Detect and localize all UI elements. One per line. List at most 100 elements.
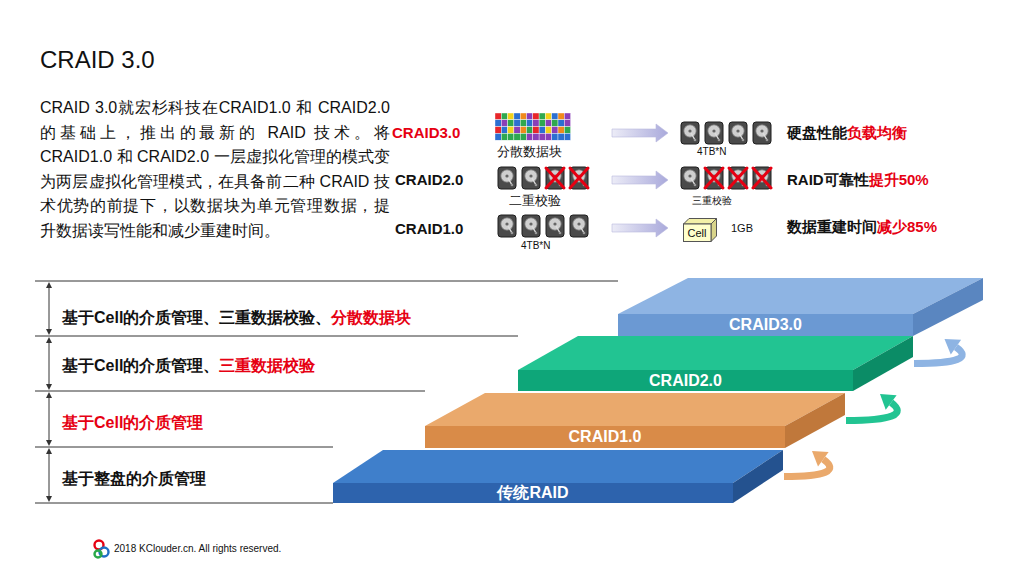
copyright-note: 2018 KClouder.cn. All rights reserved.	[114, 543, 281, 554]
slab-side	[913, 278, 983, 336]
mosaic-cell	[564, 133, 570, 140]
level-bracket	[35, 447, 333, 448]
row-label-group: CRAID3.0	[392, 124, 460, 141]
disk-row	[522, 215, 540, 237]
slab-top	[518, 336, 913, 370]
icon-caption-group: 分散数据块	[497, 143, 562, 161]
level-up-arrow	[846, 394, 897, 421]
disk-row	[753, 167, 771, 189]
level-description-group: 基于Cell的介质管理	[62, 413, 203, 434]
failure-cross	[705, 168, 723, 188]
icon-caption: 分散数据块	[497, 144, 562, 159]
level-up-arrow	[914, 339, 962, 364]
benefit-text-group: 硬盘性能负载均衡	[787, 124, 907, 143]
failure-cross	[729, 168, 747, 188]
row-label: CRAID3.0	[392, 124, 460, 141]
benefit-text: RAID可靠性	[787, 171, 869, 188]
block-arrow	[612, 124, 668, 142]
mosaic-cell	[558, 127, 564, 134]
block-arrow	[612, 219, 668, 237]
description-paragraph-group: CRAID 3.0就宏杉科技在CRAID1.0 和 CRAID2.0 的基础上，…	[40, 96, 390, 243]
level-description: 三重数据校验	[219, 357, 315, 374]
failure-cross	[546, 168, 771, 188]
failure-cross	[753, 168, 771, 188]
mosaic-cell	[545, 120, 551, 127]
level-bracket	[35, 281, 618, 282]
mosaic-cell	[495, 133, 501, 140]
cube-side	[711, 219, 717, 242]
mosaic-cell	[495, 127, 501, 134]
mosaic-cell	[508, 133, 514, 140]
level-bracket	[46, 384, 52, 390]
mosaic-cell	[552, 127, 558, 134]
icon-caption: 三重校验	[692, 195, 732, 206]
level-description-group: 基于Cell的介质管理、三重数据校验、分散数据块	[62, 308, 411, 329]
failure-cross	[729, 168, 747, 188]
mosaic-cell	[508, 113, 514, 120]
failure-cross	[546, 168, 564, 188]
mosaic-cell	[552, 120, 558, 127]
mosaic-cell	[501, 113, 507, 120]
mosaic-cell	[545, 127, 551, 134]
mosaic-cell	[520, 133, 526, 140]
mosaic-cell	[552, 113, 558, 120]
mosaic-cell	[564, 127, 570, 134]
disk-row	[546, 215, 564, 237]
benefit-text-group: RAID可靠性提升50%	[787, 171, 929, 190]
row-label: CRAID1.0	[395, 220, 463, 237]
mosaic-cell	[558, 120, 564, 127]
slab-label: CRAID2.0	[518, 370, 853, 391]
disk-row	[681, 122, 699, 144]
disk-row	[753, 122, 771, 144]
level-bracket	[35, 336, 518, 337]
level-up-arrow	[784, 451, 830, 477]
level-bracket	[49, 285, 50, 332]
failure-cross	[570, 168, 588, 188]
slab-front	[333, 483, 733, 503]
level-bracket	[46, 440, 52, 446]
level-description: 基于Cell的介质管理	[62, 414, 203, 431]
slab-top	[425, 393, 845, 426]
slide-title: CRAID 3.0	[40, 46, 155, 74]
mosaic-cell	[552, 133, 558, 140]
disk-row	[570, 215, 588, 237]
mosaic-cell	[533, 127, 539, 134]
level-bracket	[46, 329, 52, 335]
benefit-text: 减少85%	[877, 218, 937, 235]
disk-row	[522, 167, 540, 189]
arrow-shaft	[846, 402, 897, 420]
row-label: CRAID2.0	[395, 171, 463, 188]
cube-front	[684, 224, 712, 242]
mosaic-cell	[495, 113, 501, 120]
slab-label: CRAID1.0	[425, 426, 785, 448]
mosaic-cell	[508, 127, 514, 134]
level-bracket	[46, 392, 52, 398]
disk-row	[729, 167, 747, 189]
cell-box: Cell	[683, 218, 717, 242]
benefit-text: 提升50%	[869, 171, 929, 188]
level-bracket	[49, 340, 50, 387]
description-paragraph: CRAID 3.0就宏杉科技在CRAID1.0 和 CRAID2.0 的基础上，…	[40, 99, 390, 239]
mosaic-cell	[558, 133, 564, 140]
benefit-text-group: 数据重建时间减少85%	[787, 218, 937, 237]
failure-cross	[570, 168, 588, 188]
slab-side	[785, 393, 845, 448]
arrow-shaft	[784, 459, 830, 476]
mosaic-cell	[545, 133, 551, 140]
mosaic-cell	[527, 133, 533, 140]
size-label-group: 1GB	[731, 222, 753, 234]
mosaic-cell	[520, 120, 526, 127]
icon-caption: 二重校验	[509, 193, 561, 208]
arrow-shaft	[914, 347, 962, 363]
level-bracket	[49, 395, 50, 443]
mosaic-cell	[527, 120, 533, 127]
mosaic-cell	[533, 113, 539, 120]
level-description: 基于Cell的介质管理、三重数据校验、	[62, 309, 331, 326]
disk-row	[705, 167, 723, 189]
mosaic-cell	[539, 120, 545, 127]
mosaic-cell	[495, 120, 501, 127]
capacity-label: 4TB*N	[521, 240, 550, 251]
disk-row	[681, 167, 699, 189]
raid-level-slab: 传统RAID	[333, 450, 783, 503]
raid-level-slab: CRAID2.0	[518, 336, 913, 391]
